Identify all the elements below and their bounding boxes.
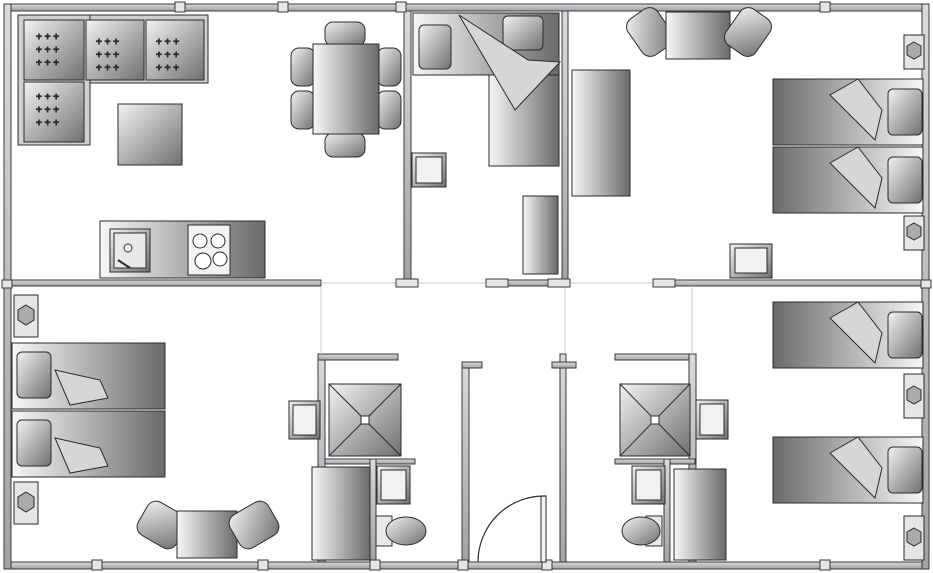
wall-mid-east	[654, 279, 923, 287]
wall-bath-east-mid	[614, 458, 696, 465]
svg-text:+ + +: + + +	[36, 105, 59, 116]
lamp	[17, 491, 35, 513]
pillow	[502, 15, 544, 51]
bedroom-single	[411, 12, 631, 275]
wardrobe	[673, 468, 727, 561]
dining-chair	[376, 47, 402, 87]
pillow	[418, 24, 452, 70]
dining-chair	[376, 90, 402, 130]
lamp	[906, 41, 922, 60]
blanket-fold	[54, 369, 109, 406]
bathroom-west	[288, 383, 427, 561]
wall-corridor-west-cap	[461, 361, 483, 369]
sofa-tufting: + + + + + + + + + + + + + + + + + + + + + + +…	[36, 32, 180, 130]
coffee-table	[117, 103, 183, 166]
wall-mid-west	[10, 279, 322, 287]
cooktop	[187, 224, 231, 276]
svg-text:+ + +: + + +	[36, 45, 59, 56]
blanket-fold	[829, 301, 883, 364]
toilet	[385, 516, 427, 546]
outer-wall-top	[3, 3, 930, 12]
bedroom-twin-east	[772, 301, 925, 561]
blanket-fold	[458, 14, 562, 111]
bathroom-east	[619, 383, 729, 561]
lamp	[906, 222, 922, 241]
svg-text:+ + +: + + +	[36, 92, 59, 103]
wall-corridor-east	[559, 353, 567, 563]
svg-text:+ + +: + + +	[156, 37, 179, 48]
wall-living-east	[403, 10, 412, 286]
svg-text:+ + +: + + +	[96, 37, 119, 48]
armchair	[626, 7, 674, 57]
lamp	[17, 304, 35, 326]
living-kitchen-room: + + + + + + + + + + + + + + + + + + + + + + +…	[17, 14, 402, 279]
pillow	[887, 88, 923, 136]
wall-bath-east-divider	[663, 458, 671, 563]
armchair-seat	[665, 11, 731, 60]
blanket-fold	[829, 146, 883, 209]
wall-bath-west-divider	[369, 458, 377, 563]
svg-text:+ + +: + + +	[36, 118, 59, 129]
kitchen-counter	[99, 220, 266, 279]
wall-bath-east-top	[614, 353, 696, 361]
wall-bedroom-single-east	[561, 10, 569, 286]
svg-text:+ + +: + + +	[36, 32, 59, 43]
corridor	[477, 495, 547, 563]
blanket-fold	[829, 436, 883, 499]
pillow	[887, 311, 923, 359]
pillow	[887, 446, 923, 494]
lamp	[906, 385, 922, 405]
wardrobe	[311, 466, 371, 561]
svg-text:+ + +: + + +	[36, 58, 59, 69]
pillow	[16, 419, 52, 467]
toilet	[621, 516, 661, 546]
armchair	[228, 500, 280, 550]
blanket-fold	[829, 78, 883, 141]
lamp	[906, 527, 922, 547]
armchair	[724, 7, 772, 57]
door-swing	[477, 495, 547, 563]
bedroom-twin-west	[11, 294, 280, 559]
door[interactable]	[540, 495, 547, 563]
opening-traces	[320, 282, 693, 354]
wardrobe	[571, 69, 631, 197]
dining-chair	[324, 132, 366, 158]
armchair-seat	[176, 510, 238, 559]
svg-text:+ + +: + + +	[96, 63, 119, 74]
dining-set	[290, 21, 402, 158]
dining-chair	[290, 90, 316, 130]
svg-text:+ + +: + + +	[156, 50, 179, 61]
blanket-fold	[54, 437, 109, 474]
sofa: + + + + + + + + + + + + + + + + + + + + + + +…	[17, 14, 209, 146]
pillow	[887, 156, 923, 204]
wardrobe	[522, 195, 559, 275]
dining-chair	[290, 47, 316, 87]
svg-text:+ + +: + + +	[96, 50, 119, 61]
pillow	[16, 351, 52, 399]
wall-corridor-east-cap	[551, 361, 577, 369]
dining-table	[312, 43, 380, 135]
dining-chair	[324, 21, 366, 47]
svg-text:+ + +: + + +	[156, 63, 179, 74]
wall-corridor-west	[461, 361, 470, 563]
bedroom-twin-north	[626, 7, 925, 279]
wall-bath-west-top	[317, 353, 399, 361]
